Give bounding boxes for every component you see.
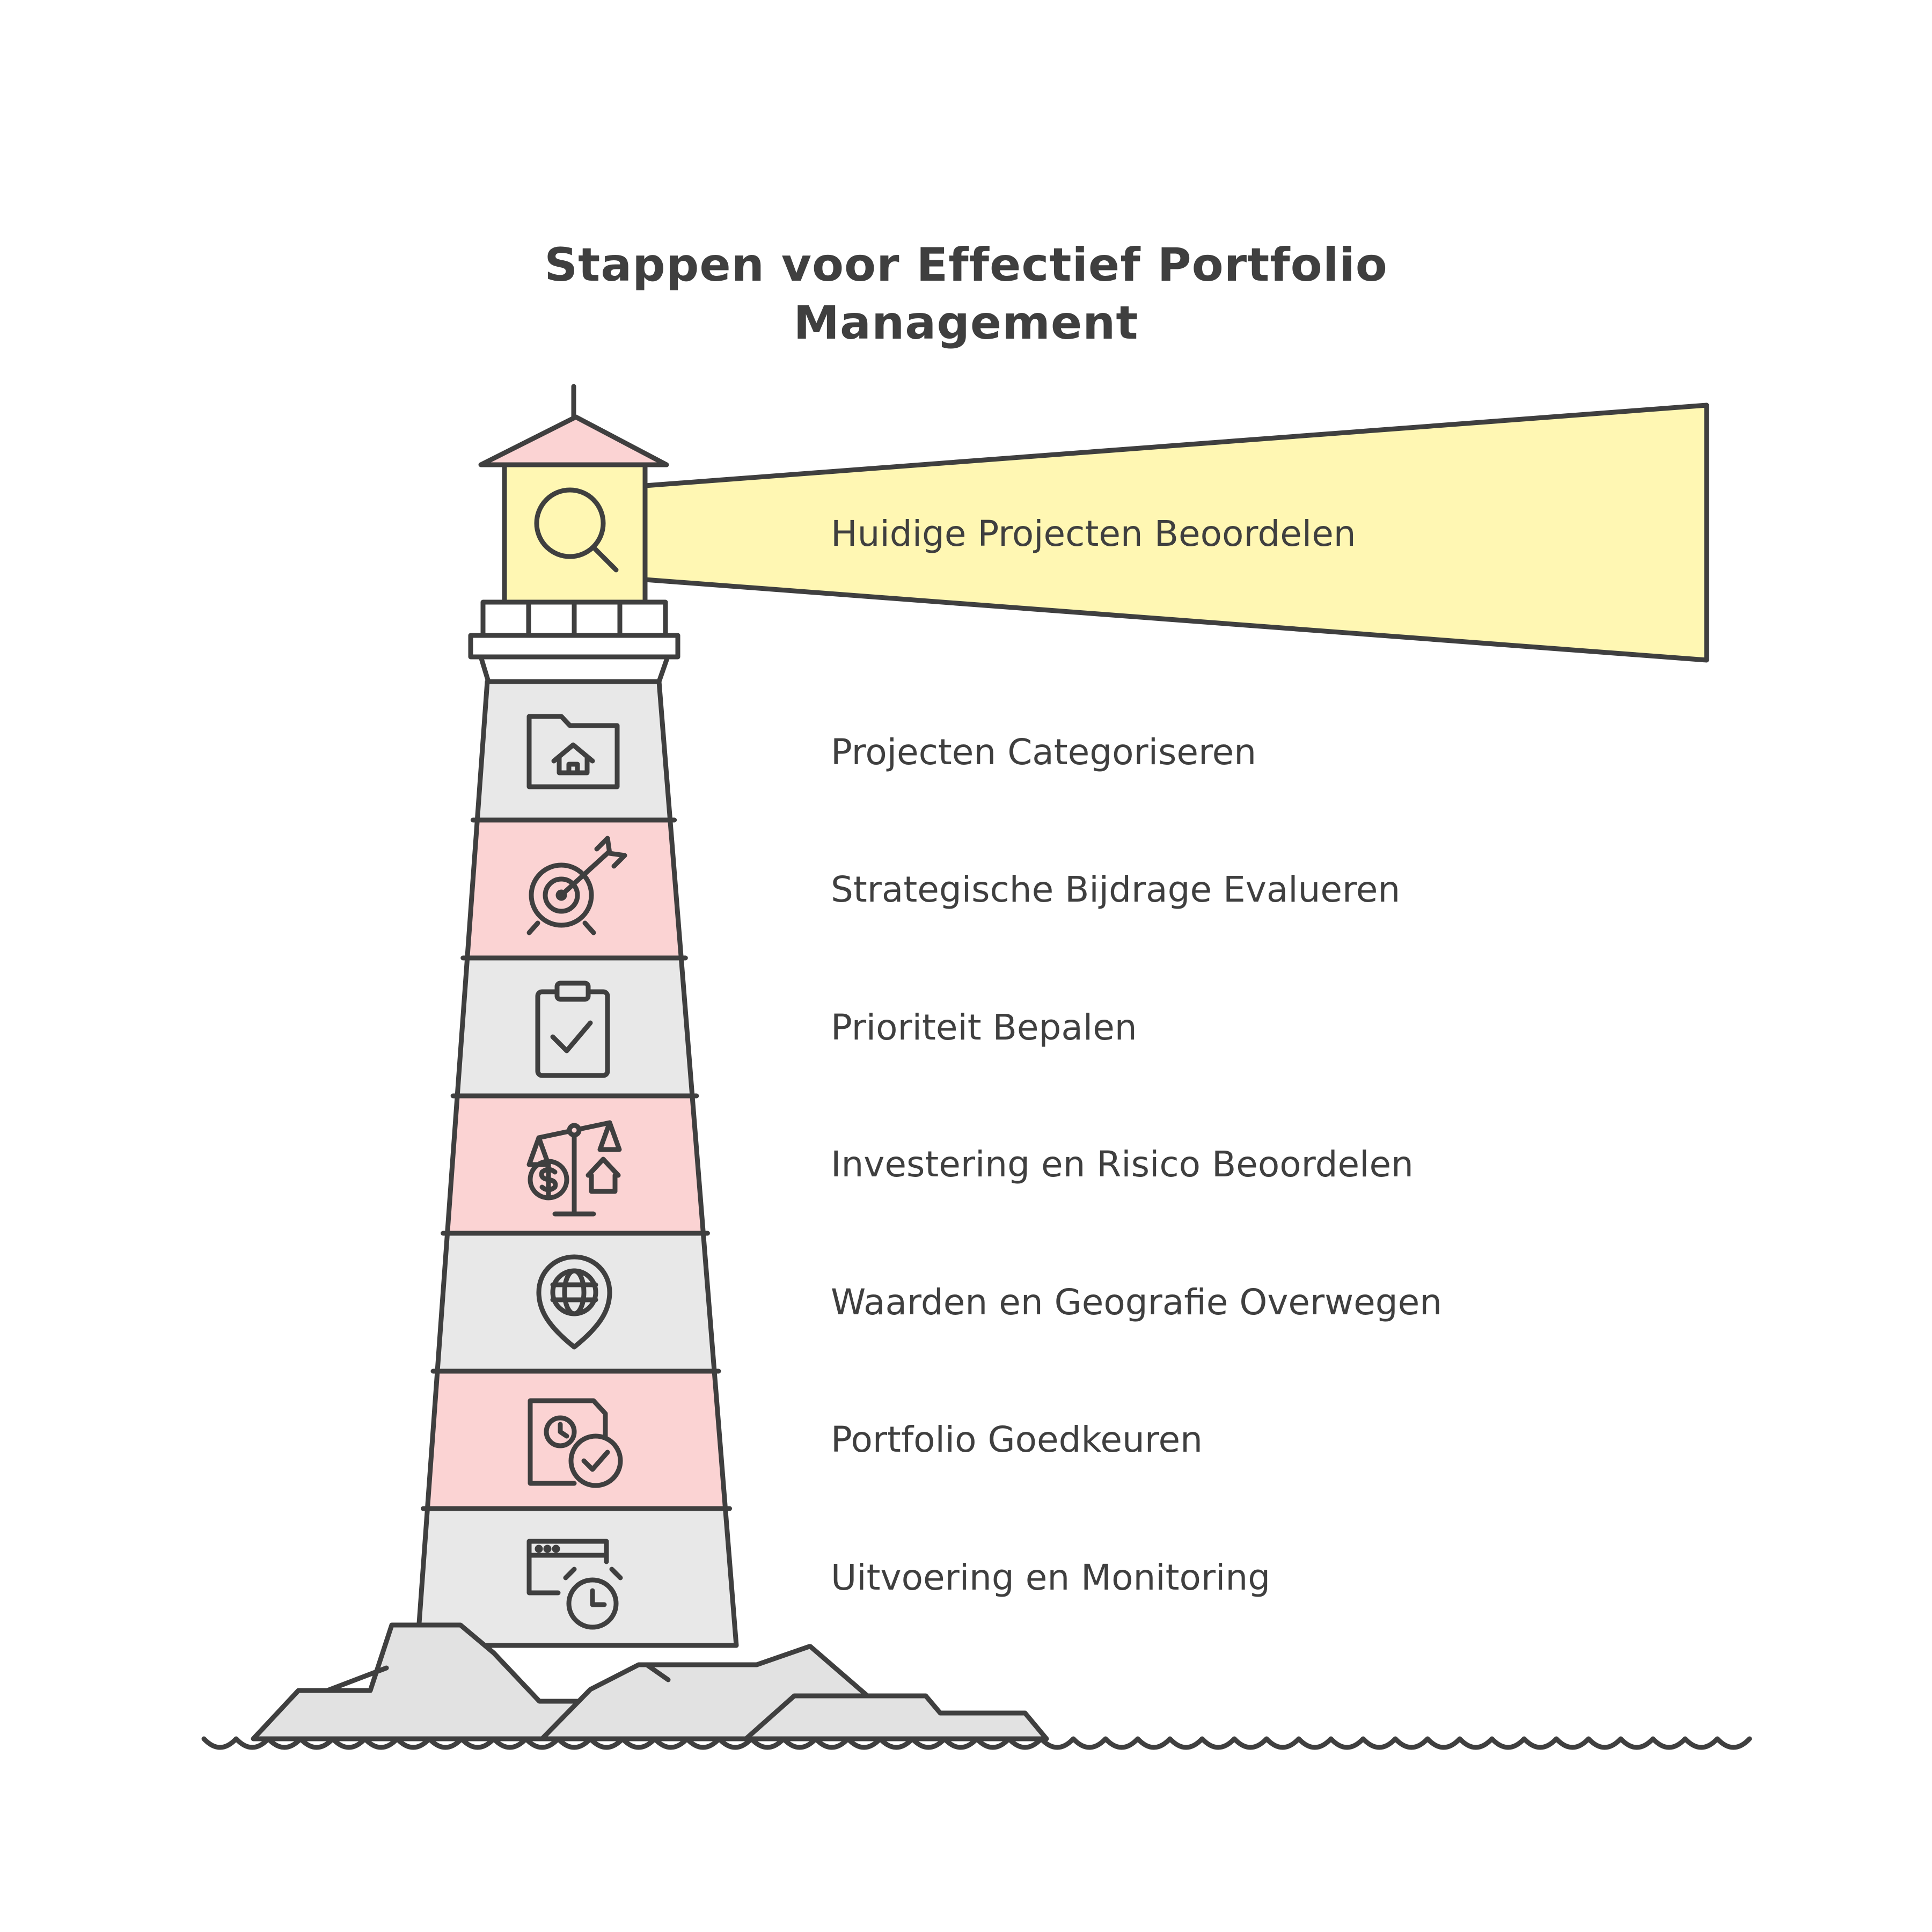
rock-crack	[325, 1665, 389, 1693]
lighthouse-roof	[478, 414, 669, 467]
magnifier-icon	[534, 487, 619, 573]
folder-home-icon	[526, 714, 620, 789]
step-label-2: Projecten Categoriseren	[831, 731, 1257, 773]
clipboard-check-icon	[535, 980, 610, 1078]
rock-crack	[644, 1662, 671, 1682]
step-label-7: Portfolio Goedkeuren	[831, 1419, 1203, 1460]
title-line-1: Stappen voor Effectief Portfolio	[544, 238, 1388, 292]
step-label-8: Uitvoering en Monitoring	[831, 1557, 1271, 1598]
tower-collar	[478, 654, 670, 684]
diagram-title: Stappen voor Effectief Portfolio Managem…	[483, 236, 1449, 352]
step-label-3: Strategische Bijdrage Evalueren	[831, 869, 1401, 910]
balance-scale-icon	[526, 1120, 622, 1217]
globe-pin-icon	[536, 1254, 612, 1350]
tower-bands	[415, 679, 739, 1648]
rock-right	[743, 1693, 1049, 1741]
browser-clock-icon	[526, 1539, 623, 1630]
title-line-2: Management	[793, 296, 1139, 350]
tower-band-7	[415, 1506, 739, 1648]
tower-band-6	[425, 1368, 728, 1511]
tower-band-1	[474, 679, 673, 823]
step-label-5: Investering en Risico Beoordelen	[831, 1144, 1414, 1185]
gallery-deck	[468, 633, 680, 660]
lantern-room	[502, 462, 648, 605]
step-label-1: Huidige Projecten Beoordelen	[831, 513, 1356, 554]
step-label-6: Waarden en Geografie Overwegen	[831, 1282, 1443, 1323]
document-approved-icon	[528, 1398, 623, 1488]
target-arrow-icon	[526, 836, 627, 935]
step-label-4: Prioriteit Bepalen	[831, 1007, 1137, 1048]
water-line	[201, 1736, 1752, 1750]
